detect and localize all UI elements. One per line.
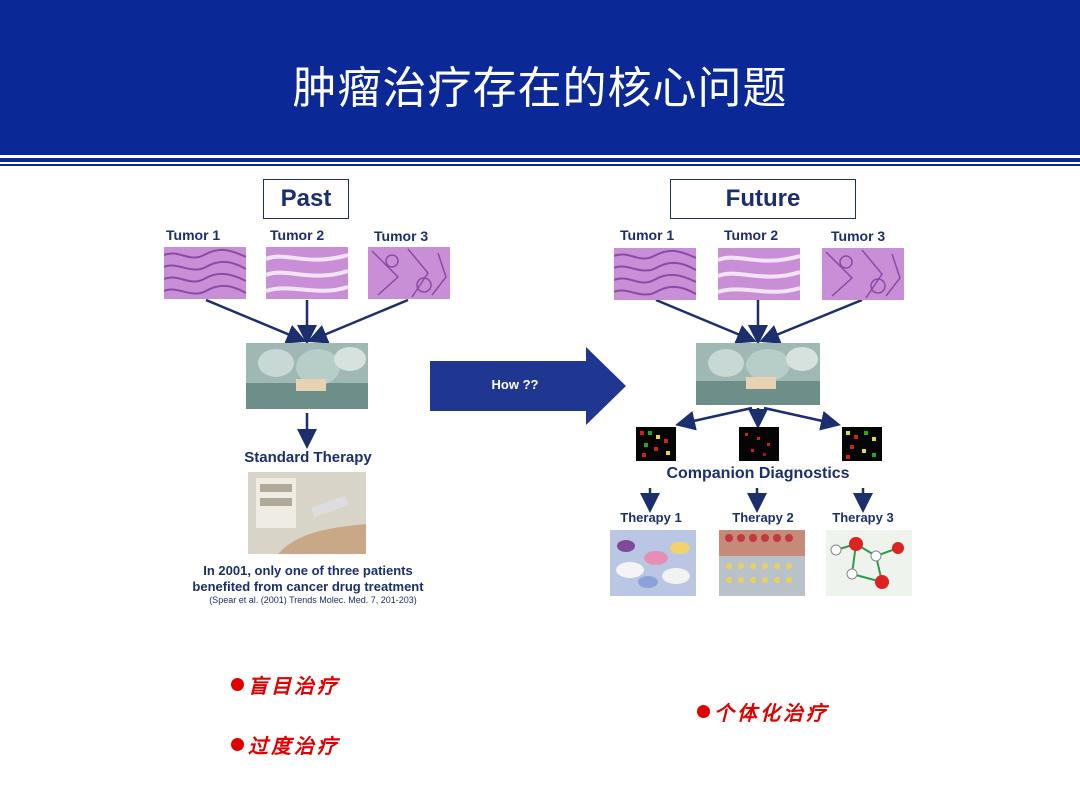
- companion-diagnostics-label: Companion Diagnostics: [666, 465, 850, 482]
- future-tumor-1-label: Tumor 1: [620, 227, 675, 243]
- bullet-blind-treatment: 盲目治疗: [231, 670, 340, 699]
- header-rule: [0, 158, 1080, 162]
- past-note-line-2: benefited from cancer drug treatment: [192, 579, 424, 594]
- bullet-dot-icon: [231, 738, 244, 751]
- therapy-3-molecule-image: [826, 530, 912, 596]
- future-heading: Future: [670, 179, 856, 219]
- therapy-1-label: Therapy 1: [620, 510, 682, 525]
- how-arrow-label: How ??: [491, 377, 539, 392]
- slide-title: 肿瘤治疗存在的核心问题: [292, 63, 788, 114]
- past-tumor-3-label: Tumor 3: [374, 228, 429, 244]
- standard-therapy-photo: [248, 472, 366, 554]
- past-tumor-2-label: Tumor 2: [270, 227, 325, 243]
- header-bar: 肿瘤治疗存在的核心问题: [0, 0, 1080, 155]
- microarray-2: [739, 427, 779, 461]
- future-tumor-1-image: [614, 248, 696, 300]
- future-tumor-3-label: Tumor 3: [831, 228, 886, 244]
- past-citation: (Spear et al. (2001) Trends Molec. Med. …: [209, 595, 417, 605]
- bullet-over-treatment: 过度治疗: [231, 730, 340, 759]
- bullet-text: 盲目治疗: [248, 674, 340, 698]
- therapy-3-label: Therapy 3: [832, 510, 894, 525]
- therapy-2-blister-image: [719, 530, 805, 596]
- past-tumor-1-image: [164, 247, 246, 299]
- how-arrow: [430, 347, 626, 425]
- past-surgery-photo: [246, 343, 368, 409]
- header-rule-thin: [0, 164, 1080, 166]
- therapy-1-pills-image: [610, 530, 696, 596]
- bullet-text: 个体化治疗: [714, 701, 829, 725]
- bullet-personalized-treatment: 个体化治疗: [697, 697, 829, 726]
- future-tumor-2-image: [718, 248, 800, 300]
- therapy-2-label: Therapy 2: [732, 510, 794, 525]
- future-tumor-2-label: Tumor 2: [724, 227, 779, 243]
- microarray-1: [636, 427, 676, 461]
- standard-therapy-label: Standard Therapy: [244, 449, 372, 466]
- bullet-dot-icon: [231, 678, 244, 691]
- bullet-text: 过度治疗: [248, 734, 340, 758]
- microarray-3: [842, 427, 882, 461]
- bullet-dot-icon: [697, 705, 710, 718]
- past-note-line-1: In 2001, only one of three patients: [203, 563, 413, 578]
- past-tumor-2-image: [266, 247, 348, 299]
- future-tumor-3-image: [822, 248, 904, 300]
- future-surgery-photo: [696, 343, 820, 405]
- past-heading: Past: [263, 179, 349, 219]
- past-tumor-1-label: Tumor 1: [166, 227, 221, 243]
- past-tumor-3-image: [368, 247, 450, 299]
